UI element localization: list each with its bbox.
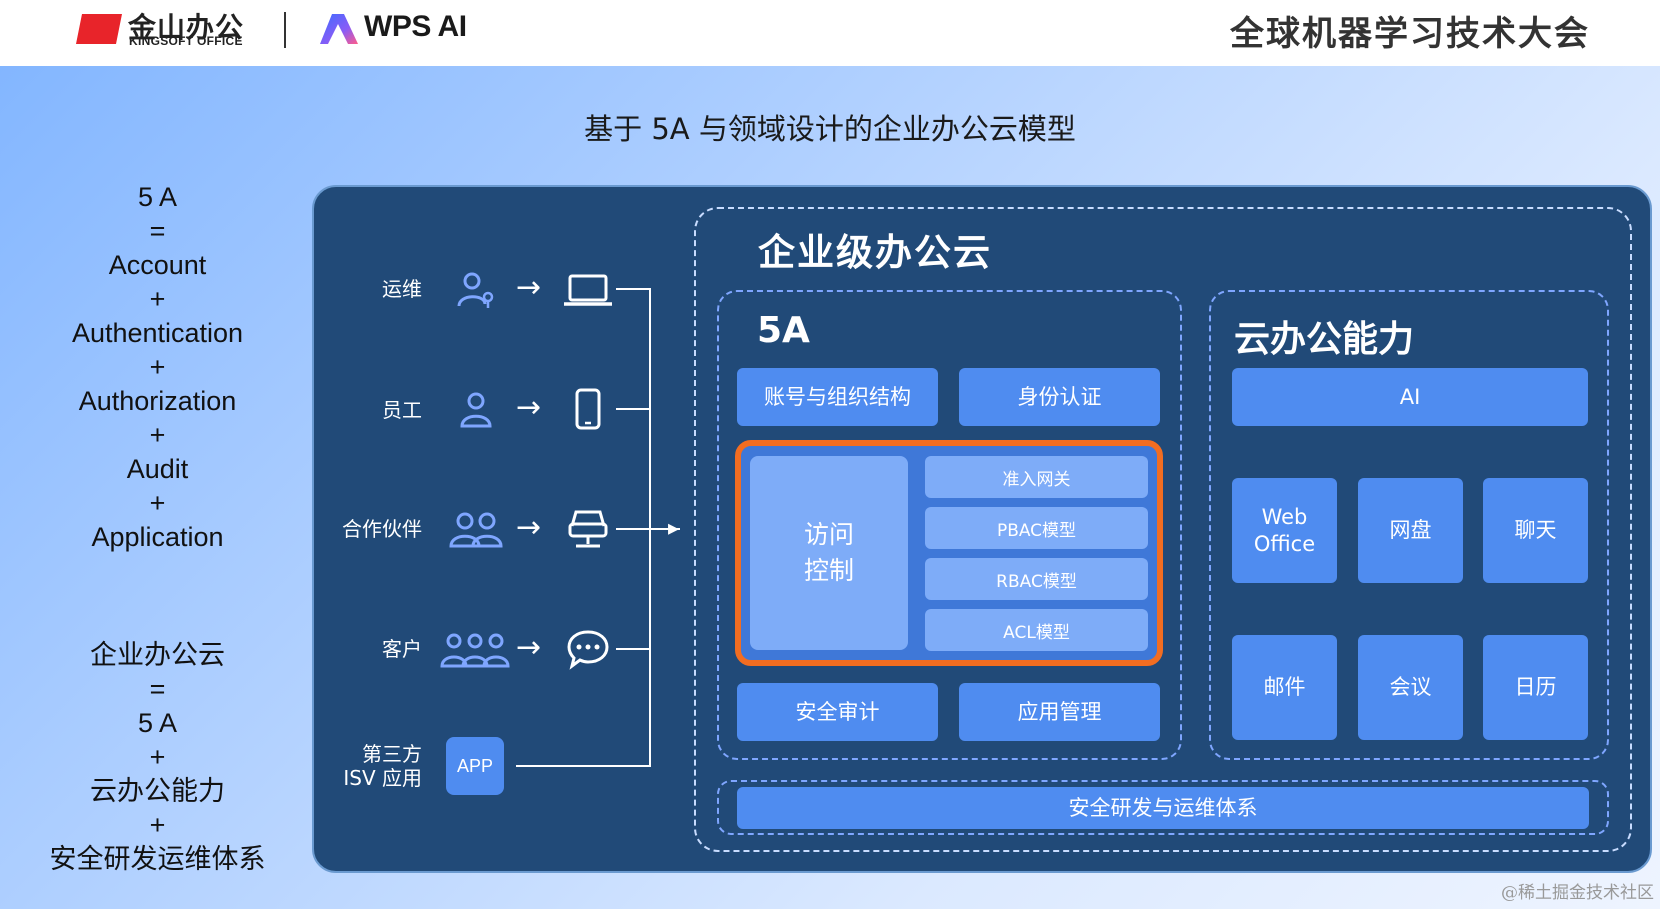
arrow-right-icon: →	[516, 630, 542, 665]
formula-5a: 5 A = Account + Authentication + Authori…	[30, 180, 285, 554]
formula-line: +	[149, 352, 166, 382]
arrow-right-icon: →	[516, 270, 542, 305]
server-icon	[568, 510, 608, 548]
wps-ai-logo-icon	[320, 14, 358, 44]
wps-ai-label: WPS AI	[364, 10, 467, 43]
security-devops-container	[717, 780, 1609, 835]
connector-trunk	[649, 288, 651, 767]
isv-app-icon: APP	[446, 737, 504, 795]
app-management-block: 应用管理	[959, 683, 1160, 741]
connector-line	[516, 765, 650, 767]
formula-line: Authorization	[78, 386, 237, 416]
laptop-icon	[564, 274, 612, 306]
user-label-customer: 客户	[382, 637, 422, 661]
cloud-office-container	[1209, 290, 1609, 760]
kingsoft-subtitle: KINGSOFT OFFICE	[129, 34, 243, 48]
fivea-container	[717, 290, 1182, 760]
formula-enterprise-cloud: 企业办公云 = 5 A + 云办公能力 + 安全研发运维体系	[30, 638, 285, 876]
formula-line: +	[149, 420, 166, 450]
slide-title: 基于 5A 与领域设计的企业办公云模型	[584, 112, 1076, 146]
user-icon	[460, 392, 492, 428]
formula-line: =	[149, 674, 166, 704]
user-label-employee: 员工	[382, 398, 422, 422]
connector-line	[650, 528, 680, 530]
security-audit-block: 安全审计	[737, 683, 938, 741]
security-devops-block: 安全研发与运维体系	[737, 787, 1589, 829]
calendar-block: 日历	[1483, 635, 1588, 740]
acl-model-item: ACL模型	[925, 609, 1148, 651]
connector-line	[616, 408, 650, 410]
conference-title: 全球机器学习技术大会	[1230, 14, 1590, 54]
formula-line: 5 A	[137, 708, 178, 738]
formula-line: 5 A	[137, 182, 178, 212]
formula-line: +	[149, 284, 166, 314]
account-org-block: 账号与组织结构	[737, 368, 938, 426]
formula-line: =	[149, 216, 166, 246]
watermark: @稀土掘金技术社区	[1501, 883, 1654, 903]
formula-line: 云办公能力	[90, 776, 225, 806]
ai-block: AI	[1232, 368, 1588, 426]
chat-block: 聊天	[1483, 478, 1588, 583]
chat-icon	[567, 630, 609, 670]
connector-line	[616, 288, 650, 290]
header-bar: 金山办公 KINGSOFT OFFICE WPS AI 全球机器学习技术大会	[0, 0, 1660, 66]
pbac-model-item: PBAC模型	[925, 507, 1148, 549]
arrow-right-icon: →	[516, 390, 542, 425]
meeting-block: 会议	[1358, 635, 1463, 740]
enterprise-cloud-title: 企业级办公云	[758, 231, 992, 274]
formula-line: Account	[108, 250, 207, 280]
formula-line: 企业办公云	[90, 640, 225, 670]
user-label-ops: 运维	[382, 277, 422, 301]
three-users-icon	[440, 633, 510, 668]
formula-line: Authentication	[71, 318, 244, 348]
cloud-office-title: 云办公能力	[1234, 319, 1415, 360]
two-users-icon	[449, 512, 503, 548]
formula-line: +	[149, 742, 166, 772]
formula-line: Audit	[126, 454, 189, 484]
formula-line: +	[149, 488, 166, 518]
user-label-partner: 合作伙伴	[342, 517, 422, 541]
connector-line	[616, 528, 650, 530]
kingsoft-logo-icon	[76, 14, 122, 44]
header-divider	[284, 12, 286, 48]
connector-line	[616, 648, 650, 650]
fivea-title: 5A	[757, 310, 810, 351]
cloud-drive-block: 网盘	[1358, 478, 1463, 583]
formula-line: +	[149, 810, 166, 840]
admin-user-icon	[457, 272, 494, 308]
arrow-right-icon: →	[516, 510, 542, 545]
formula-line: Application	[91, 522, 224, 552]
access-gateway-item: 准入网关	[925, 456, 1148, 498]
identity-auth-block: 身份认证	[959, 368, 1160, 426]
enterprise-cloud-container	[694, 207, 1632, 852]
arrow-right-icon: ▸	[668, 516, 680, 541]
mail-block: 邮件	[1232, 635, 1337, 740]
kingsoft-name: 金山办公	[128, 11, 245, 44]
access-control-block: 访问 控制	[750, 456, 908, 650]
phone-icon	[575, 388, 601, 430]
user-label-isv: 第三方 ISV 应用	[343, 742, 422, 790]
rbac-model-item: RBAC模型	[925, 558, 1148, 600]
formula-line: 安全研发运维体系	[49, 844, 266, 874]
web-office-block: Web Office	[1232, 478, 1337, 583]
